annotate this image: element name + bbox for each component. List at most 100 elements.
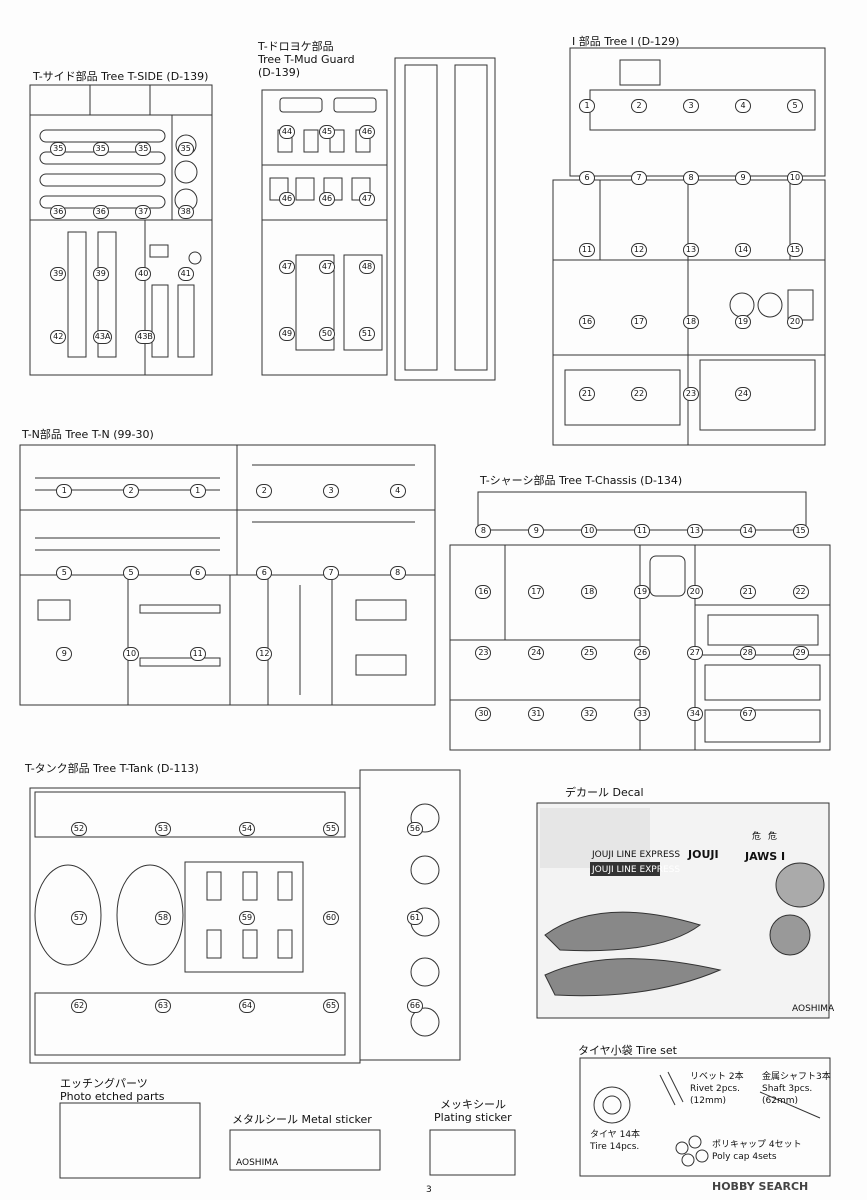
part-number-tree_i: 24 xyxy=(735,387,751,401)
rivet-label-2: Rivet 2pcs. xyxy=(690,1084,740,1094)
part-number-side: 37 xyxy=(135,204,152,219)
part-number-mud: 47 xyxy=(359,192,375,207)
decal-sheet-drawing xyxy=(536,802,830,1019)
part-number-chassis: 24 xyxy=(528,646,545,661)
part-number-mud: 48 xyxy=(359,259,375,274)
part-number-tree_i: 9 xyxy=(735,171,751,185)
part-number-tree_n: 6 xyxy=(189,565,206,580)
part-number-side: 35 xyxy=(92,142,109,157)
part-number-mud: 46 xyxy=(359,124,375,139)
watermark: HOBBY SEARCH xyxy=(712,1180,809,1193)
tree-mud-drawing xyxy=(261,57,496,381)
part-number-tree_i: 14 xyxy=(735,243,751,257)
part-number-chassis: 15 xyxy=(792,523,809,538)
part-number-side: 40 xyxy=(135,267,152,282)
part-number-tree_i: 11 xyxy=(579,243,595,257)
part-number-mud: 44 xyxy=(279,124,295,139)
cap-label-1: ポリキャップ 4セット xyxy=(712,1140,802,1150)
part-number-chassis: 20 xyxy=(686,584,703,599)
part-number-tank: 59 xyxy=(239,910,255,925)
part-number-tank: 65 xyxy=(323,998,339,1013)
part-number-chassis: 9 xyxy=(528,523,545,538)
part-number-tank: 64 xyxy=(239,998,255,1013)
plating-sticker-drawing xyxy=(429,1129,516,1176)
plating-title-1: メッキシール xyxy=(440,1098,506,1111)
metal-sticker-title: メタルシール Metal sticker xyxy=(232,1113,372,1126)
part-number-side: 36 xyxy=(92,204,109,219)
part-number-tree_i: 2 xyxy=(631,99,647,113)
shaft-label-2: Shaft 3pcs. xyxy=(762,1084,813,1094)
part-number-mud: 50 xyxy=(319,327,335,342)
part-number-chassis: 25 xyxy=(581,646,598,661)
part-number-side: 38 xyxy=(177,204,194,219)
part-number-chassis: 22 xyxy=(792,584,809,599)
metal-sticker-brand: AOSHIMA xyxy=(236,1158,279,1168)
decal-text-1: JOUJI LINE EXPRESS xyxy=(592,850,681,860)
tree-n-title: T-N部品 Tree T-N (99-30) xyxy=(22,428,154,441)
part-number-tree_i: 1 xyxy=(579,99,595,113)
cap-label-2: Poly cap 4sets xyxy=(712,1152,777,1162)
shaft-label-3: (62mm) xyxy=(762,1096,799,1106)
tree-i-title: I 部品 Tree I (D-129) xyxy=(572,35,680,48)
part-number-tree_i: 13 xyxy=(683,243,699,257)
part-number-chassis: 27 xyxy=(686,646,703,661)
part-number-side: 35 xyxy=(177,142,194,157)
part-number-tank: 61 xyxy=(407,910,423,925)
part-number-chassis: 67 xyxy=(739,707,756,722)
etched-title-1: エッチングパーツ xyxy=(60,1077,148,1090)
decal-text-jouji: JOUJI xyxy=(688,848,719,861)
tire-label-1: タイヤ 14本 xyxy=(590,1130,641,1140)
tree-mud-title-2: Tree T-Mud Guard xyxy=(258,53,355,66)
decal-title: デカール Decal xyxy=(565,786,644,799)
part-number-tree_i: 4 xyxy=(735,99,751,113)
part-number-tank: 62 xyxy=(71,998,87,1013)
tree-mud-title-3: (D-139) xyxy=(258,66,301,79)
part-number-tree_i: 15 xyxy=(787,243,803,257)
part-number-side: 36 xyxy=(50,204,67,219)
decal-text-danger-2: 危 xyxy=(768,832,778,842)
part-number-chassis: 13 xyxy=(686,523,703,538)
part-number-chassis: 14 xyxy=(739,523,756,538)
part-number-tree_n: 5 xyxy=(56,565,73,580)
part-number-tree_n: 12 xyxy=(256,647,273,662)
part-number-chassis: 10 xyxy=(581,523,598,538)
part-number-tree_n: 3 xyxy=(323,483,339,498)
part-number-tree_n: 10 xyxy=(123,647,139,662)
part-number-side: 39 xyxy=(92,267,109,282)
part-number-tank: 60 xyxy=(323,910,339,925)
part-number-tree_n: 1 xyxy=(189,483,206,498)
part-number-mud: 46 xyxy=(319,192,335,207)
part-number-mud: 49 xyxy=(279,327,295,342)
part-number-side: 43A xyxy=(92,329,113,344)
part-number-chassis: 16 xyxy=(475,584,492,599)
tree-mud-title-1: T-ドロヨケ部品 xyxy=(258,40,334,53)
rivet-label-1: リベット 2本 xyxy=(690,1072,744,1082)
part-number-tree_n: 4 xyxy=(389,483,406,498)
part-number-chassis: 33 xyxy=(634,707,650,722)
part-number-tree_n: 6 xyxy=(256,565,273,580)
part-number-tank: 57 xyxy=(71,910,87,925)
part-number-chassis: 29 xyxy=(792,646,809,661)
shaft-label-1: 金属シャフト3本 xyxy=(762,1072,831,1082)
part-number-tree_n: 2 xyxy=(123,483,139,498)
decal-brand: AOSHIMA xyxy=(792,1004,835,1014)
part-number-chassis: 23 xyxy=(475,646,492,661)
plating-title-2: Plating sticker xyxy=(434,1111,512,1124)
tire-set-drawing xyxy=(579,1057,831,1177)
part-number-chassis: 11 xyxy=(634,523,650,538)
part-number-chassis: 31 xyxy=(528,707,545,722)
part-number-chassis: 18 xyxy=(581,584,598,599)
metal-sticker-drawing xyxy=(229,1129,381,1171)
part-number-tree_i: 8 xyxy=(683,171,699,185)
part-number-chassis: 17 xyxy=(528,584,545,599)
part-number-tree_n: 7 xyxy=(323,565,339,580)
etched-part-drawing xyxy=(59,1102,201,1179)
part-number-chassis: 28 xyxy=(739,646,756,661)
decal-text-jaws: JAWS I xyxy=(745,850,786,863)
part-number-chassis: 32 xyxy=(581,707,598,722)
tree-tank-title: T-タンク部品 Tree T-Tank (D-113) xyxy=(25,762,199,775)
part-number-tank: 53 xyxy=(155,822,171,837)
part-number-tree_i: 5 xyxy=(787,99,803,113)
